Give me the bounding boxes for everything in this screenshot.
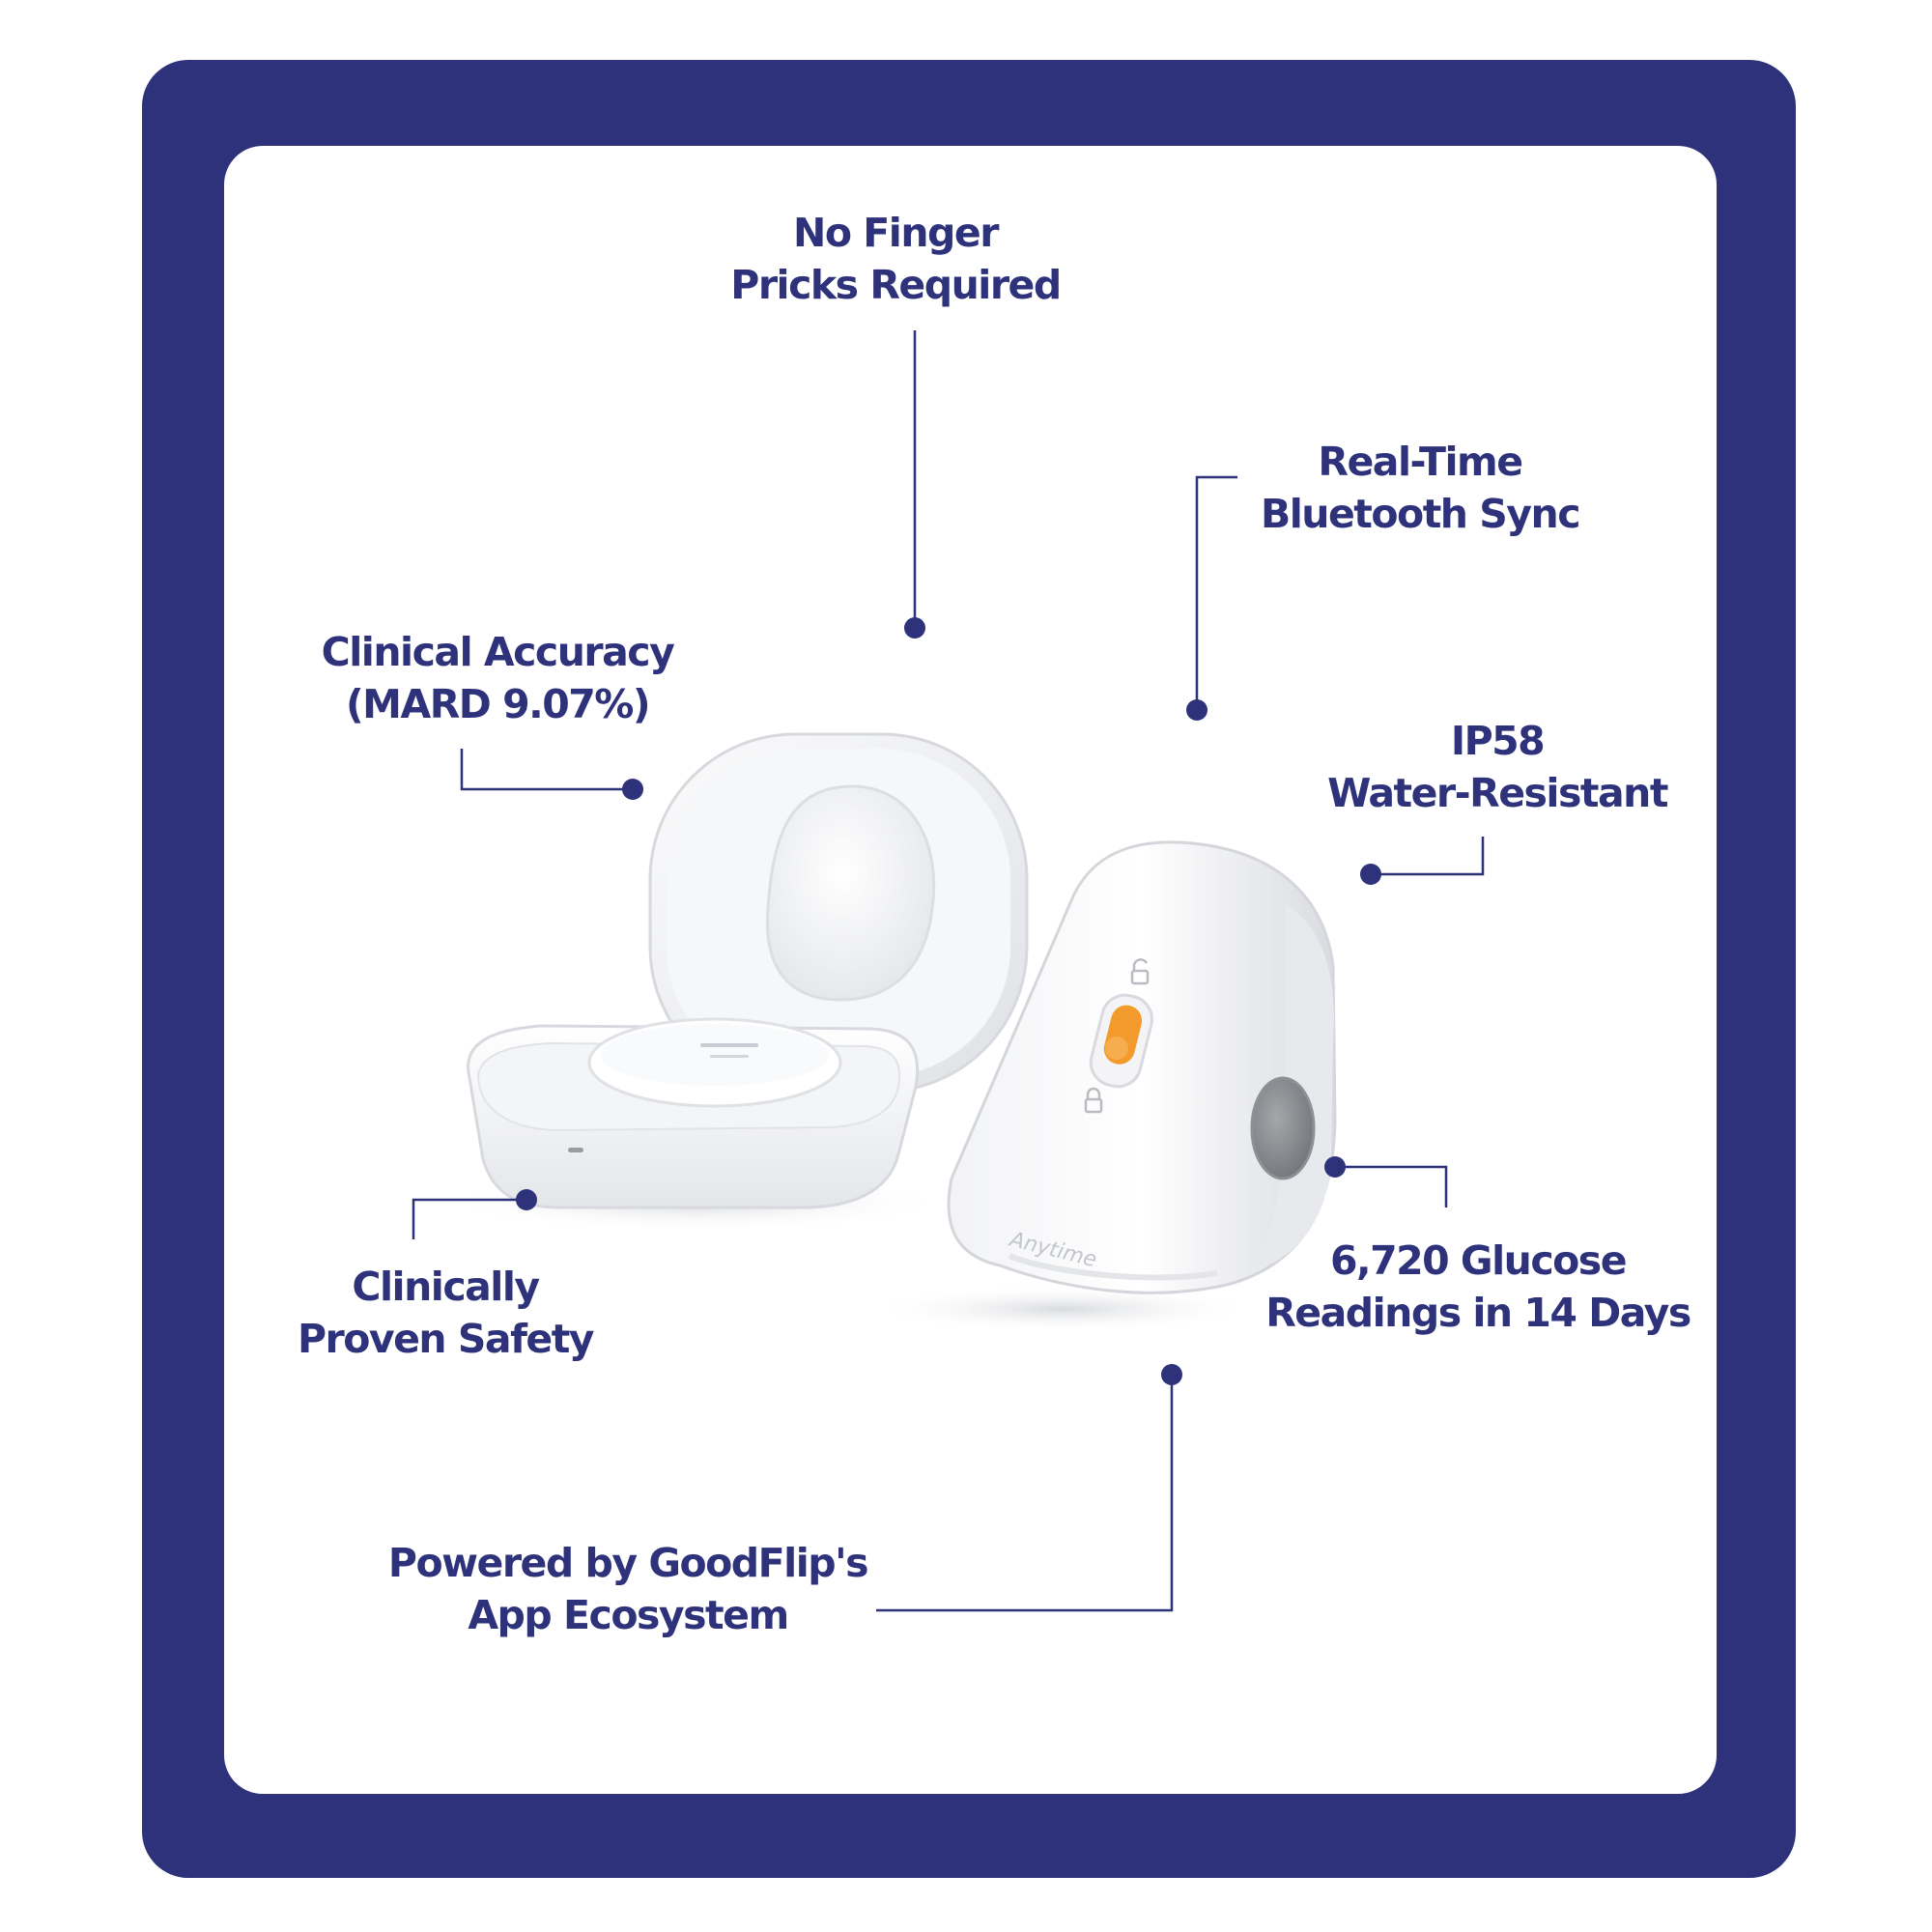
feature-proven-safety: Clinically Proven Safety <box>276 1261 614 1365</box>
feature-line: 6,720 Glucose <box>1329 1237 1628 1284</box>
feature-glucose-readings: 6,720 Glucose Readings in 14 Days <box>1265 1235 1691 1339</box>
release-button <box>1250 1076 1316 1180</box>
feature-no-finger-pricks: No Finger Pricks Required <box>722 207 1069 311</box>
feature-clinical-accuracy: Clinical Accuracy (MARD 9.07%) <box>304 626 691 730</box>
feature-line: IP58 <box>1450 718 1546 764</box>
feature-line: Proven Safety <box>297 1316 595 1362</box>
feature-line: Bluetooth Sync <box>1260 491 1581 537</box>
feature-line: Water-Resistant <box>1327 770 1668 816</box>
feature-bluetooth-sync: Real-Time Bluetooth Sync <box>1246 436 1594 540</box>
feature-line: App Ecosystem <box>468 1592 789 1638</box>
feature-water-resistant: IP58 Water-Resistant <box>1323 715 1671 819</box>
feature-line: Real-Time <box>1318 439 1523 485</box>
feature-line: Clinical Accuracy <box>321 629 675 675</box>
feature-line: No Finger <box>793 210 999 256</box>
feature-line: Powered by GoodFlip's <box>387 1540 869 1586</box>
feature-line: Clinically <box>352 1264 540 1310</box>
feature-line: Pricks Required <box>730 262 1062 308</box>
feature-line: (MARD 9.07%) <box>345 681 651 727</box>
feature-app-ecosystem: Powered by GoodFlip's App Ecosystem <box>377 1537 879 1641</box>
feature-line: Readings in 14 Days <box>1265 1290 1691 1336</box>
